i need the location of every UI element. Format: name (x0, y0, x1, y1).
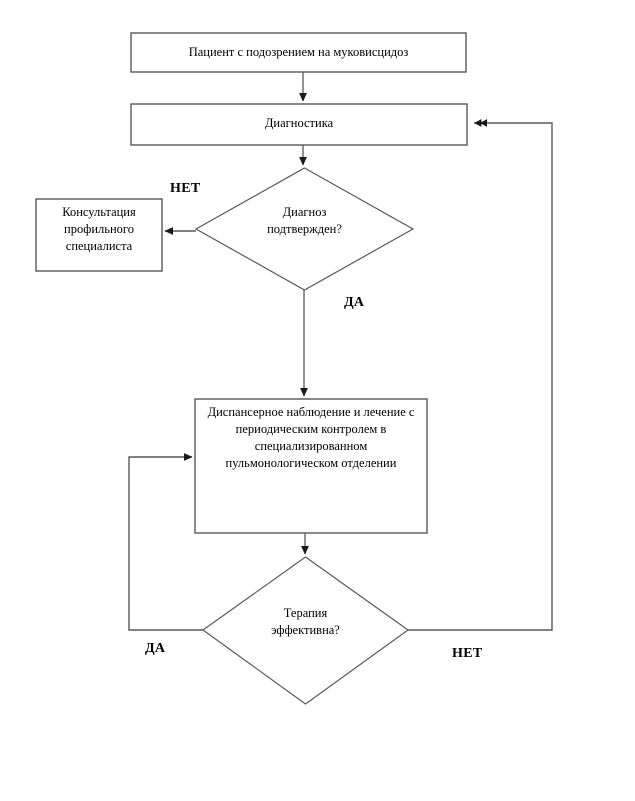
diagnostics-box-shape (130, 103, 468, 146)
branch-label-diagnosis-yes: ДА (344, 295, 365, 310)
followup-box-shape (194, 398, 428, 534)
start-box-shape (130, 32, 467, 73)
edge-therapy-yes-loop-to-followup (128, 453, 203, 631)
branch-label-diagnosis-no: НЕТ (170, 181, 201, 196)
branch-label-therapy-yes: ДА (145, 641, 166, 656)
consultation-box-shape (35, 198, 163, 272)
therapy-decision-shape (201, 556, 410, 705)
diagnosis-decision-shape (194, 167, 415, 291)
edge-therapy-no-loop-to-diagnostics (408, 119, 553, 631)
branch-label-therapy-no: НЕТ (452, 646, 483, 661)
